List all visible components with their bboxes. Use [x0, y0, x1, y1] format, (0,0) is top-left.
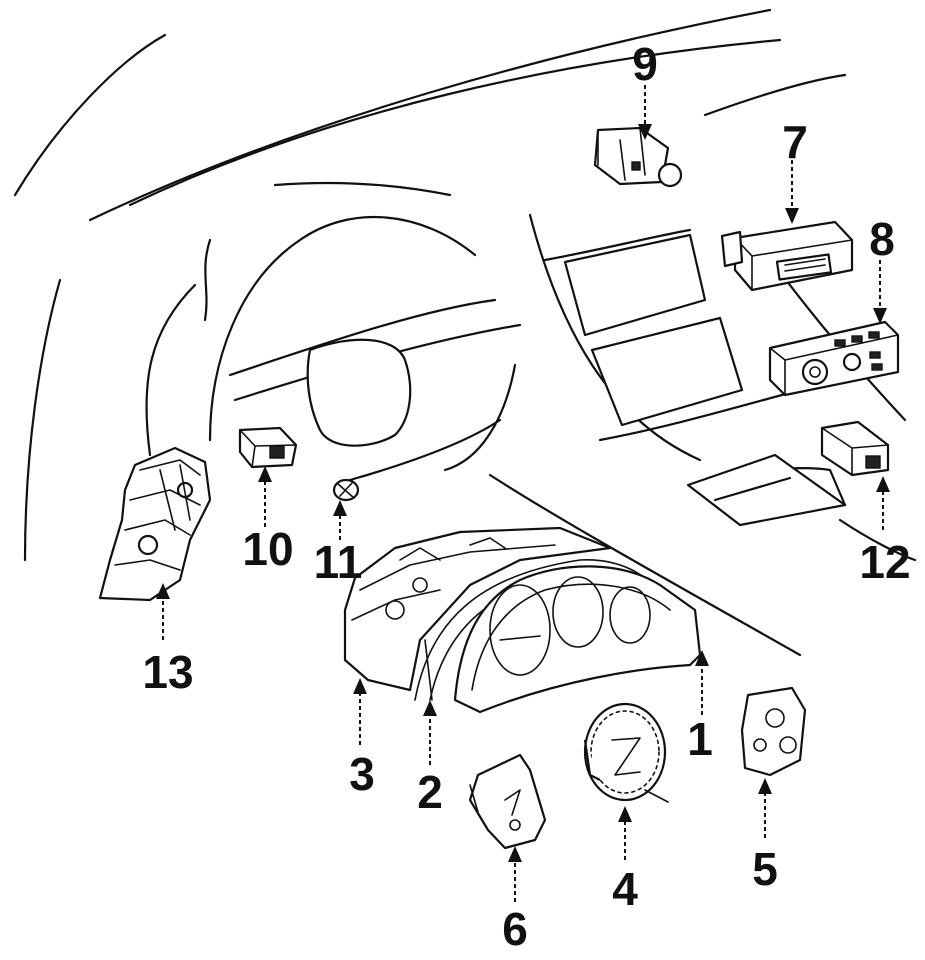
part-3-cluster-case — [343, 526, 612, 692]
callout-9: 9 — [632, 38, 658, 90]
callout-10: 10 — [242, 523, 293, 575]
callout-8: 8 — [869, 213, 895, 265]
part-7-display-unit — [720, 220, 854, 292]
callout-7: 7 — [782, 116, 808, 168]
part-4-gauge — [583, 702, 669, 803]
part-9-switch — [593, 126, 683, 188]
leader-arrows — [156, 85, 890, 902]
part-8-control-panel — [768, 320, 900, 397]
part-11-knob — [332, 478, 360, 502]
callout-4: 4 — [612, 863, 638, 915]
part-6-gauge — [468, 753, 547, 850]
callout-12: 12 — [859, 536, 910, 588]
dashboard-outline — [13, 8, 917, 657]
callout-6: 6 — [502, 903, 528, 955]
part-1-cluster-bezel — [453, 565, 702, 714]
callout-1: 1 — [687, 713, 713, 765]
callout-13: 13 — [142, 646, 193, 698]
callout-labels: 9 7 8 12 10 11 13 3 2 1 4 5 6 — [142, 38, 910, 955]
part-13-bracket — [98, 446, 212, 602]
part-10-switch — [238, 426, 298, 469]
part-5-gauge — [740, 686, 807, 777]
callout-2: 2 — [417, 766, 443, 818]
part-12-switch — [820, 420, 890, 477]
callout-5: 5 — [752, 843, 778, 895]
callout-11: 11 — [314, 536, 363, 588]
callout-3: 3 — [349, 748, 375, 800]
